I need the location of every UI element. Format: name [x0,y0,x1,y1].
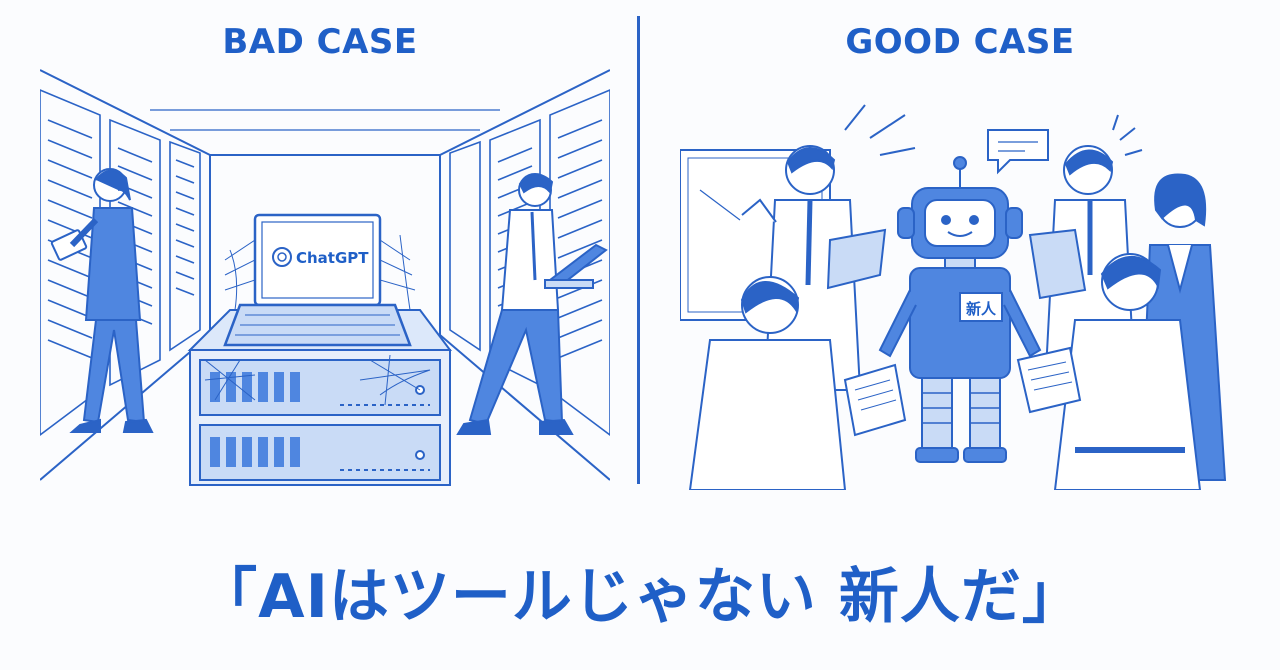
man-with-laptop [456,173,608,435]
bad-case-illustration: ChatGPT [40,69,610,486]
man-reading-document [1016,253,1202,490]
caption: 「AIはツールじゃない 新人だ」 [197,562,1083,632]
server-room-corridor [40,69,610,481]
man-with-document [688,276,907,490]
good-case-heading: GOOD CASE [845,22,1075,62]
bad-case-heading: BAD CASE [222,22,418,62]
good-case-illustration: 新人 [680,104,1227,490]
laptop [223,213,412,347]
robot [878,156,1042,463]
center-divider [637,16,640,484]
woman-with-tablet [50,168,154,433]
newcomer-badge: 新人 [966,300,997,318]
cobweb-icon [204,234,431,406]
chatgpt-label: ChatGPT [296,249,369,267]
